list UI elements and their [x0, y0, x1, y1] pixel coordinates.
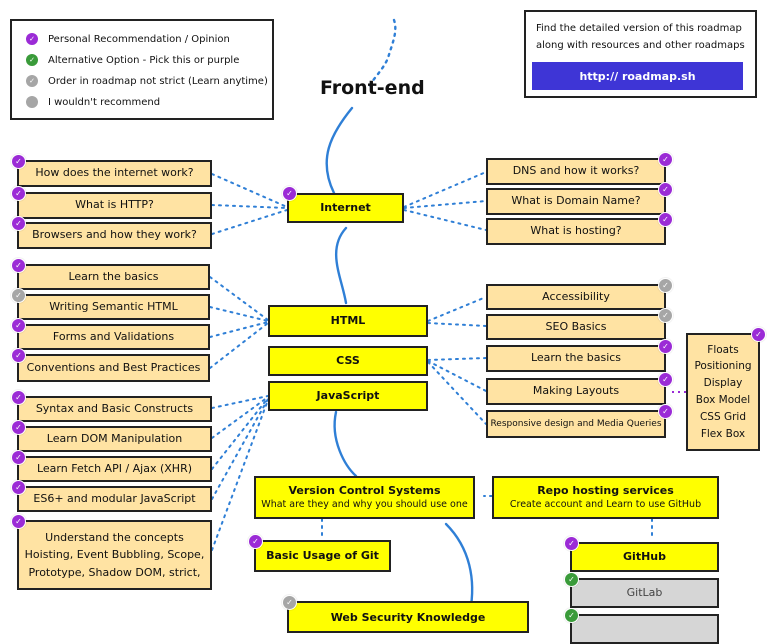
- green-check-icon: ✓: [26, 54, 38, 66]
- concepts-line: Hoisting, Event Bubbling, Scope,: [24, 548, 205, 562]
- purple-check-icon: ✓: [564, 536, 579, 551]
- node-javascript[interactable]: JavaScript: [268, 381, 428, 411]
- legend-label: Order in roadmap not strict (Learn anyti…: [48, 75, 268, 87]
- grey-dot-icon: [26, 96, 38, 108]
- layouts-item[interactable]: CSS Grid: [699, 410, 747, 423]
- node-repo-hosting[interactable]: Repo hosting services Create account and…: [492, 476, 719, 519]
- vcs-title: Version Control Systems: [288, 483, 441, 497]
- node-html-left-2[interactable]: Forms and Validations: [17, 324, 210, 350]
- concepts-line: Understand the concepts: [45, 530, 184, 544]
- node-internet-right-1[interactable]: What is Domain Name?: [486, 188, 666, 215]
- page-title: Front-end: [320, 77, 425, 99]
- concepts-line: Prototype, Shadow DOM, strict,: [28, 565, 201, 579]
- purple-check-icon: ✓: [11, 390, 26, 405]
- node-version-control[interactable]: Version Control Systems What are they an…: [254, 476, 475, 519]
- legend-item-not-recommend: I wouldn't recommend: [26, 96, 160, 108]
- purple-check-icon: ✓: [11, 154, 26, 169]
- node-js-left-2[interactable]: Learn Fetch API / Ajax (XHR): [17, 456, 212, 482]
- node-js-left-0[interactable]: Syntax and Basic Constructs: [17, 396, 212, 422]
- node-internet[interactable]: Internet: [287, 193, 404, 223]
- legend-item-alternative: ✓ Alternative Option - Pick this or purp…: [26, 54, 239, 66]
- purple-check-icon: ✓: [11, 480, 26, 495]
- grey-check-icon: ✓: [11, 288, 26, 303]
- layouts-item[interactable]: Box Model: [695, 394, 751, 406]
- layouts-item[interactable]: Positioning: [694, 360, 752, 373]
- legend-label: I wouldn't recommend: [48, 96, 161, 108]
- green-check-icon: ✓: [564, 608, 579, 623]
- layouts-item[interactable]: Floats: [707, 343, 739, 356]
- grey-check-icon: ✓: [26, 75, 38, 87]
- node-css-right-2[interactable]: Responsive design and Media Queries: [486, 410, 666, 438]
- purple-check-icon: ✓: [11, 186, 26, 201]
- layouts-item[interactable]: Flex Box: [700, 427, 746, 440]
- node-html-right-0[interactable]: Accessibility: [486, 284, 666, 310]
- purple-check-icon: ✓: [11, 318, 26, 333]
- node-internet-left-1[interactable]: What is HTTP?: [17, 192, 212, 219]
- purple-check-icon: ✓: [11, 258, 26, 273]
- purple-check-icon: ✓: [26, 33, 38, 45]
- connector-lines: [209, 18, 686, 614]
- roadmap-link-button[interactable]: http:// roadmap.sh: [532, 62, 743, 90]
- purple-check-icon: ✓: [658, 372, 673, 387]
- node-html[interactable]: HTML: [268, 305, 428, 337]
- node-js-left-1[interactable]: Learn DOM Manipulation: [17, 426, 212, 452]
- node-git-basic[interactable]: Basic Usage of Git: [254, 540, 391, 572]
- node-html-left-3[interactable]: Conventions and Best Practices: [17, 354, 210, 382]
- node-github[interactable]: GitHub: [570, 542, 719, 572]
- node-internet-right-0[interactable]: DNS and how it works?: [486, 158, 666, 185]
- repo-subtitle: Create account and Learn to use GitHub: [509, 498, 702, 510]
- purple-check-icon: ✓: [11, 348, 26, 363]
- node-web-security[interactable]: Web Security Knowledge: [287, 601, 529, 633]
- purple-check-icon: ✓: [11, 420, 26, 435]
- purple-check-icon: ✓: [658, 339, 673, 354]
- purple-check-icon: ✓: [11, 514, 26, 529]
- purple-check-icon: ✓: [658, 212, 673, 227]
- legend-item-order: ✓ Order in roadmap not strict (Learn any…: [26, 75, 268, 87]
- purple-check-icon: ✓: [658, 404, 673, 419]
- purple-check-icon: ✓: [11, 450, 26, 465]
- purple-check-icon: ✓: [248, 534, 263, 549]
- node-internet-right-2[interactable]: What is hosting?: [486, 218, 666, 245]
- info-text-line: Find the detailed version of this roadma…: [536, 23, 742, 34]
- node-css[interactable]: CSS: [268, 346, 428, 376]
- node-html-left-1[interactable]: Writing Semantic HTML: [17, 294, 210, 320]
- repo-title: Repo hosting services: [537, 483, 674, 497]
- node-js-concepts[interactable]: Understand the concepts Hoisting, Event …: [17, 520, 212, 590]
- info-text-line: along with resources and other roadmaps: [536, 40, 745, 51]
- node-js-left-3[interactable]: ES6+ and modular JavaScript: [17, 486, 212, 512]
- node-internet-left-2[interactable]: Browsers and how they work?: [17, 222, 212, 249]
- purple-check-icon: ✓: [658, 152, 673, 167]
- node-internet-left-0[interactable]: How does the internet work?: [17, 160, 212, 187]
- purple-check-icon: ✓: [282, 186, 297, 201]
- legend-label: Personal Recommendation / Opinion: [48, 33, 230, 45]
- layouts-item[interactable]: Display: [703, 377, 743, 390]
- node-partial-bottom[interactable]: [570, 614, 719, 644]
- node-html-right-1[interactable]: SEO Basics: [486, 314, 666, 340]
- node-css-right-1[interactable]: Making Layouts: [486, 378, 666, 405]
- legend-label: Alternative Option - Pick this or purple: [48, 54, 240, 66]
- grey-check-icon: ✓: [658, 308, 673, 323]
- purple-check-icon: ✓: [658, 182, 673, 197]
- legend: ✓ Personal Recommendation / Opinion ✓ Al…: [10, 19, 274, 120]
- green-check-icon: ✓: [564, 572, 579, 587]
- node-gitlab[interactable]: GitLab: [570, 578, 719, 608]
- vcs-subtitle: What are they and why you should use one: [261, 498, 468, 510]
- node-css-right-0[interactable]: Learn the basics: [486, 345, 666, 372]
- layouts-list: Floats Positioning Display Box Model CSS…: [686, 333, 760, 451]
- grey-check-icon: ✓: [282, 595, 297, 610]
- node-html-left-0[interactable]: Learn the basics: [17, 264, 210, 290]
- purple-check-icon: ✓: [11, 216, 26, 231]
- grey-check-icon: ✓: [658, 278, 673, 293]
- purple-check-icon: ✓: [751, 327, 766, 342]
- legend-item-recommendation: ✓ Personal Recommendation / Opinion: [26, 33, 230, 45]
